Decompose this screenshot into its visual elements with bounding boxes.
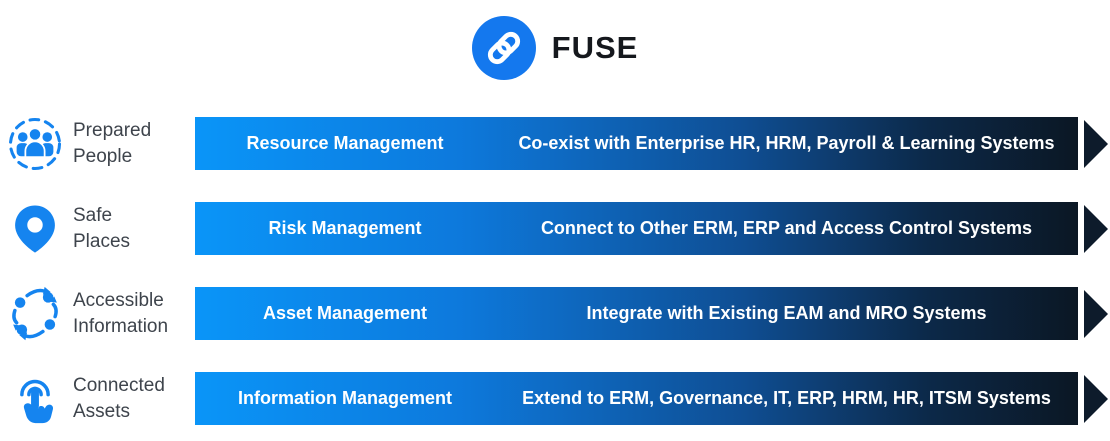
bar-description: Integrate with Existing EAM and MRO Syst… [586, 303, 987, 323]
bar-category-label: Resource Management [246, 133, 444, 153]
row-label: Prepared People [73, 120, 152, 167]
location-pin-icon [5, 201, 65, 257]
bar-risk-management: Risk Management Connect to Other ERM, ER… [195, 202, 1078, 255]
arrow-right-icon [1084, 119, 1108, 168]
row-label: Safe Places [73, 205, 131, 252]
bar-description: Co-exist with Enterprise HR, HRM, Payrol… [518, 133, 1055, 153]
arrow-right-icon [1084, 204, 1108, 253]
rows-container: Prepared People Resource Management Co-e… [0, 101, 1110, 441]
bar-asset-management: Asset Management Integrate with Existing… [195, 287, 1078, 340]
row-safe-places: Safe Places Risk Management Connect to O… [0, 186, 1110, 271]
fuse-logo [471, 15, 536, 80]
bar-description: Extend to ERM, Governance, IT, ERP, HRM,… [522, 388, 1051, 408]
bar-resource-management: Resource Management Co-exist with Enterp… [195, 117, 1078, 170]
bar-description: Connect to Other ERM, ERP and Access Con… [540, 218, 1033, 238]
chain-link-icon [482, 26, 526, 70]
network-flow-icon [5, 286, 65, 342]
bar-category-label: Information Management [237, 388, 452, 408]
row-prepared-people: Prepared People Resource Management Co-e… [0, 101, 1110, 186]
bar-category-label: Asset Management [262, 303, 428, 323]
tap-hand-icon [5, 371, 65, 427]
bar-category-label: Risk Management [268, 218, 422, 238]
row-label: Connected Assets [73, 375, 165, 422]
bar-information-management: Information Management Extend to ERM, Go… [195, 372, 1078, 425]
people-group-icon [5, 116, 65, 172]
row-accessible-information: Accessible Information Asset Management … [0, 271, 1110, 356]
logo-title: FUSE [551, 29, 639, 65]
row-label: Accessible Information [73, 290, 169, 337]
row-connected-assets: Connected Assets Information Management … [0, 356, 1110, 441]
arrow-right-icon [1084, 374, 1108, 423]
header: FUSE [0, 0, 1110, 95]
arrow-right-icon [1084, 289, 1108, 338]
